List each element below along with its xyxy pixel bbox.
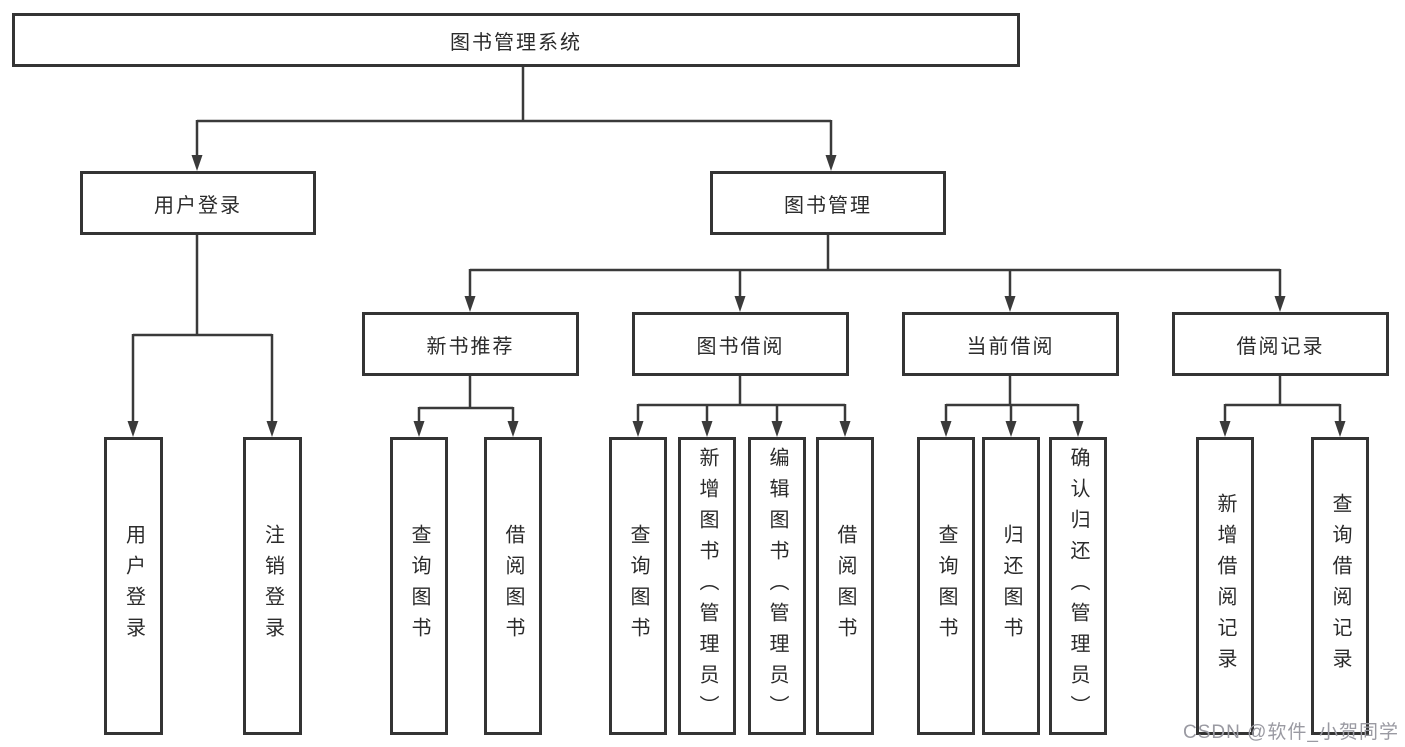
leaf-query-borrow-record: 查询借阅记录 [1311, 437, 1369, 735]
node-branch-user-login-label: 用户登录 [154, 194, 242, 217]
leaf-user-login: 用户登录 [104, 437, 163, 735]
node-book-borrow: 图书借阅 [632, 312, 849, 376]
node-new-book-recommend-label: 新书推荐 [426, 335, 515, 358]
node-branch-book-management-label: 图书管理 [784, 194, 872, 217]
leaf-add-book-admin-label: 新增图书（管理员） [696, 446, 718, 726]
leaf-edit-book-admin-label: 编辑图书（管理员） [766, 446, 788, 726]
node-root-label: 图书管理系统 [450, 31, 582, 54]
leaf-return-book: 归还图书 [982, 437, 1040, 735]
leaf-confirm-return-admin: 确认归还（管理员） [1049, 437, 1107, 735]
node-current-borrow: 当前借阅 [902, 312, 1119, 376]
leaf-current-query-book: 查询图书 [917, 437, 975, 735]
leaf-borrow-query-book: 查询图书 [609, 437, 667, 735]
leaf-recommend-borrow-book-label: 借阅图书 [502, 524, 524, 648]
leaf-recommend-borrow-book: 借阅图书 [484, 437, 542, 735]
leaf-add-book-admin: 新增图书（管理员） [678, 437, 736, 735]
leaf-borrow-query-book-label: 查询图书 [627, 524, 649, 648]
leaf-recommend-query-book: 查询图书 [390, 437, 448, 735]
leaf-add-borrow-record-label: 新增借阅记录 [1214, 493, 1236, 679]
leaf-logout: 注销登录 [243, 437, 302, 735]
node-branch-user-login: 用户登录 [80, 171, 316, 235]
leaf-logout-label: 注销登录 [261, 524, 284, 648]
node-root-system: 图书管理系统 [12, 13, 1020, 67]
node-current-borrow-label: 当前借阅 [966, 335, 1055, 358]
leaf-return-book-label: 归还图书 [1000, 524, 1022, 648]
node-book-borrow-label: 图书借阅 [696, 335, 785, 358]
leaf-edit-book-admin: 编辑图书（管理员） [748, 437, 806, 735]
leaf-recommend-query-book-label: 查询图书 [408, 524, 430, 648]
leaf-current-query-book-label: 查询图书 [935, 524, 957, 648]
leaf-confirm-return-admin-label: 确认归还（管理员） [1067, 446, 1089, 726]
node-borrow-record-label: 借阅记录 [1236, 335, 1325, 358]
leaf-user-login-label: 用户登录 [122, 524, 145, 648]
leaf-borrow-book: 借阅图书 [816, 437, 874, 735]
node-branch-book-management: 图书管理 [710, 171, 946, 235]
csdn-watermark: CSDN @软件_小贺同学 [1183, 722, 1399, 743]
leaf-add-borrow-record: 新增借阅记录 [1196, 437, 1254, 735]
node-new-book-recommend: 新书推荐 [362, 312, 579, 376]
leaf-query-borrow-record-label: 查询借阅记录 [1329, 493, 1351, 679]
leaf-borrow-book-label: 借阅图书 [834, 524, 856, 648]
node-borrow-record: 借阅记录 [1172, 312, 1389, 376]
